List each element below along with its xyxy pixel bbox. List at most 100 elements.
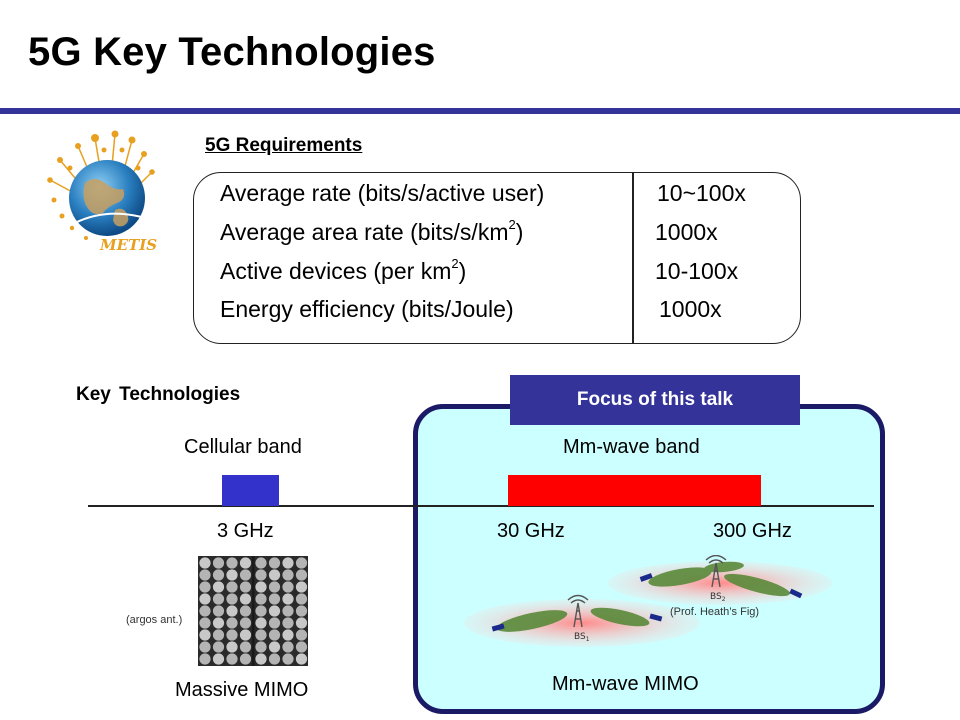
antenna-element (212, 581, 225, 593)
antenna-element (255, 557, 267, 569)
antenna-element (268, 581, 281, 593)
key-technologies-heading: Key Technologies (76, 384, 241, 405)
antenna-element (226, 617, 238, 629)
antenna-element (282, 557, 294, 569)
antenna-element (199, 569, 211, 581)
antenna-element (226, 569, 238, 581)
antenna-element (268, 629, 281, 641)
antenna-element (268, 641, 281, 653)
antenna-element (282, 569, 294, 581)
antenna-element (239, 593, 252, 605)
requirements-heading: 5G Requirements (205, 135, 363, 156)
antenna-element (255, 569, 267, 581)
antenna-element (212, 557, 225, 569)
antenna-element (212, 593, 225, 605)
argos-antenna-caption: (argos ant.) (126, 614, 183, 626)
beamforming-illustration: BS2 BS1 (464, 554, 832, 647)
requirement-label-area-rate-close: ) (515, 219, 524, 245)
antenna-element (295, 569, 308, 581)
antenna-element (295, 629, 308, 641)
base-station-bs2-icon (705, 554, 727, 588)
requirement-label-active-devices: Active devices (per km2) (220, 257, 466, 285)
antenna-element (226, 557, 238, 569)
mmwave-mimo-label: Mm-wave MIMO (552, 673, 699, 695)
metis-logo-text: METIS (99, 236, 157, 254)
antenna-element (268, 593, 281, 605)
requirements-box (193, 172, 801, 344)
antenna-element (255, 593, 267, 605)
argos-antenna-array-image (198, 556, 308, 666)
requirement-value-average-rate: 10~100x (657, 180, 746, 206)
cellular-band-label: Cellular band (184, 436, 302, 458)
antenna-element (295, 605, 308, 617)
antenna-element (295, 581, 308, 593)
mmwave-band-bar (508, 475, 761, 506)
requirement-value-area-rate: 1000x (655, 219, 718, 245)
requirement-label-active-devices-text: Active devices (per km (220, 258, 452, 284)
requirements-column-divider (632, 172, 634, 344)
antenna-element (199, 629, 211, 641)
antenna-element (199, 641, 211, 653)
antenna-element (226, 641, 238, 653)
antenna-element (255, 641, 267, 653)
antenna-element (239, 569, 252, 581)
antenna-element (268, 617, 281, 629)
massive-mimo-label: Massive MIMO (175, 679, 309, 701)
mmwave-band-label: Mm-wave band (563, 436, 700, 458)
antenna-element (226, 593, 238, 605)
antenna-element (199, 617, 211, 629)
antenna-element (268, 605, 281, 617)
metis-globe-icon: METIS (47, 130, 157, 254)
antenna-element (239, 641, 252, 653)
requirement-label-area-rate-text: Average area rate (bits/s/km (220, 219, 509, 245)
antenna-element (199, 581, 211, 593)
requirement-label-area-rate: Average area rate (bits/s/km2) (220, 217, 524, 246)
antenna-element (295, 653, 308, 665)
requirement-value-active-devices: 10-100x (655, 258, 739, 284)
antenna-element (212, 641, 225, 653)
antenna-element (282, 641, 294, 653)
freq-label-300ghz: 300 GHz (713, 520, 792, 542)
antenna-element (255, 617, 267, 629)
title-underline-rule (0, 108, 960, 114)
freq-label-30ghz: 30 GHz (497, 520, 565, 542)
page-title: 5G Key Technologies (28, 30, 436, 74)
antenna-element (295, 557, 308, 569)
antenna-element (239, 629, 252, 641)
antenna-element (212, 617, 225, 629)
base-station-bs1-icon (567, 594, 589, 628)
antenna-element (226, 653, 238, 665)
antenna-element (295, 593, 308, 605)
antenna-element (255, 581, 267, 593)
cellular-band-bar (222, 475, 279, 506)
antenna-element (239, 605, 252, 617)
requirement-value-energy-efficiency: 1000x (659, 296, 722, 322)
frequency-axis (88, 505, 874, 507)
antenna-element (255, 605, 267, 617)
antenna-element (282, 605, 294, 617)
antenna-element (268, 653, 281, 665)
antenna-element (212, 653, 225, 665)
antenna-element (282, 629, 294, 641)
mmwave-beamforming-figure: BS2 BS1 (462, 554, 842, 655)
antenna-element (199, 557, 211, 569)
antenna-element (268, 569, 281, 581)
antenna-element (226, 605, 238, 617)
heath-figure-caption: (Prof. Heath’s Fig) (670, 606, 760, 618)
antenna-element (295, 617, 308, 629)
bs1-label: BS1 (574, 632, 590, 643)
antenna-element (239, 617, 252, 629)
antenna-element (282, 653, 294, 665)
requirement-label-energy-efficiency: Energy efficiency (bits/Joule) (220, 296, 514, 322)
antenna-element (199, 653, 211, 665)
antenna-element (282, 593, 294, 605)
requirement-label-area-rate-sup: 2 (508, 217, 516, 233)
metis-logo: METIS (40, 128, 180, 258)
antenna-element (255, 629, 267, 641)
antenna-element (226, 629, 238, 641)
antenna-element (268, 557, 281, 569)
antenna-element (282, 617, 294, 629)
antenna-element (239, 653, 252, 665)
antenna-element (239, 557, 252, 569)
antenna-element (212, 605, 225, 617)
